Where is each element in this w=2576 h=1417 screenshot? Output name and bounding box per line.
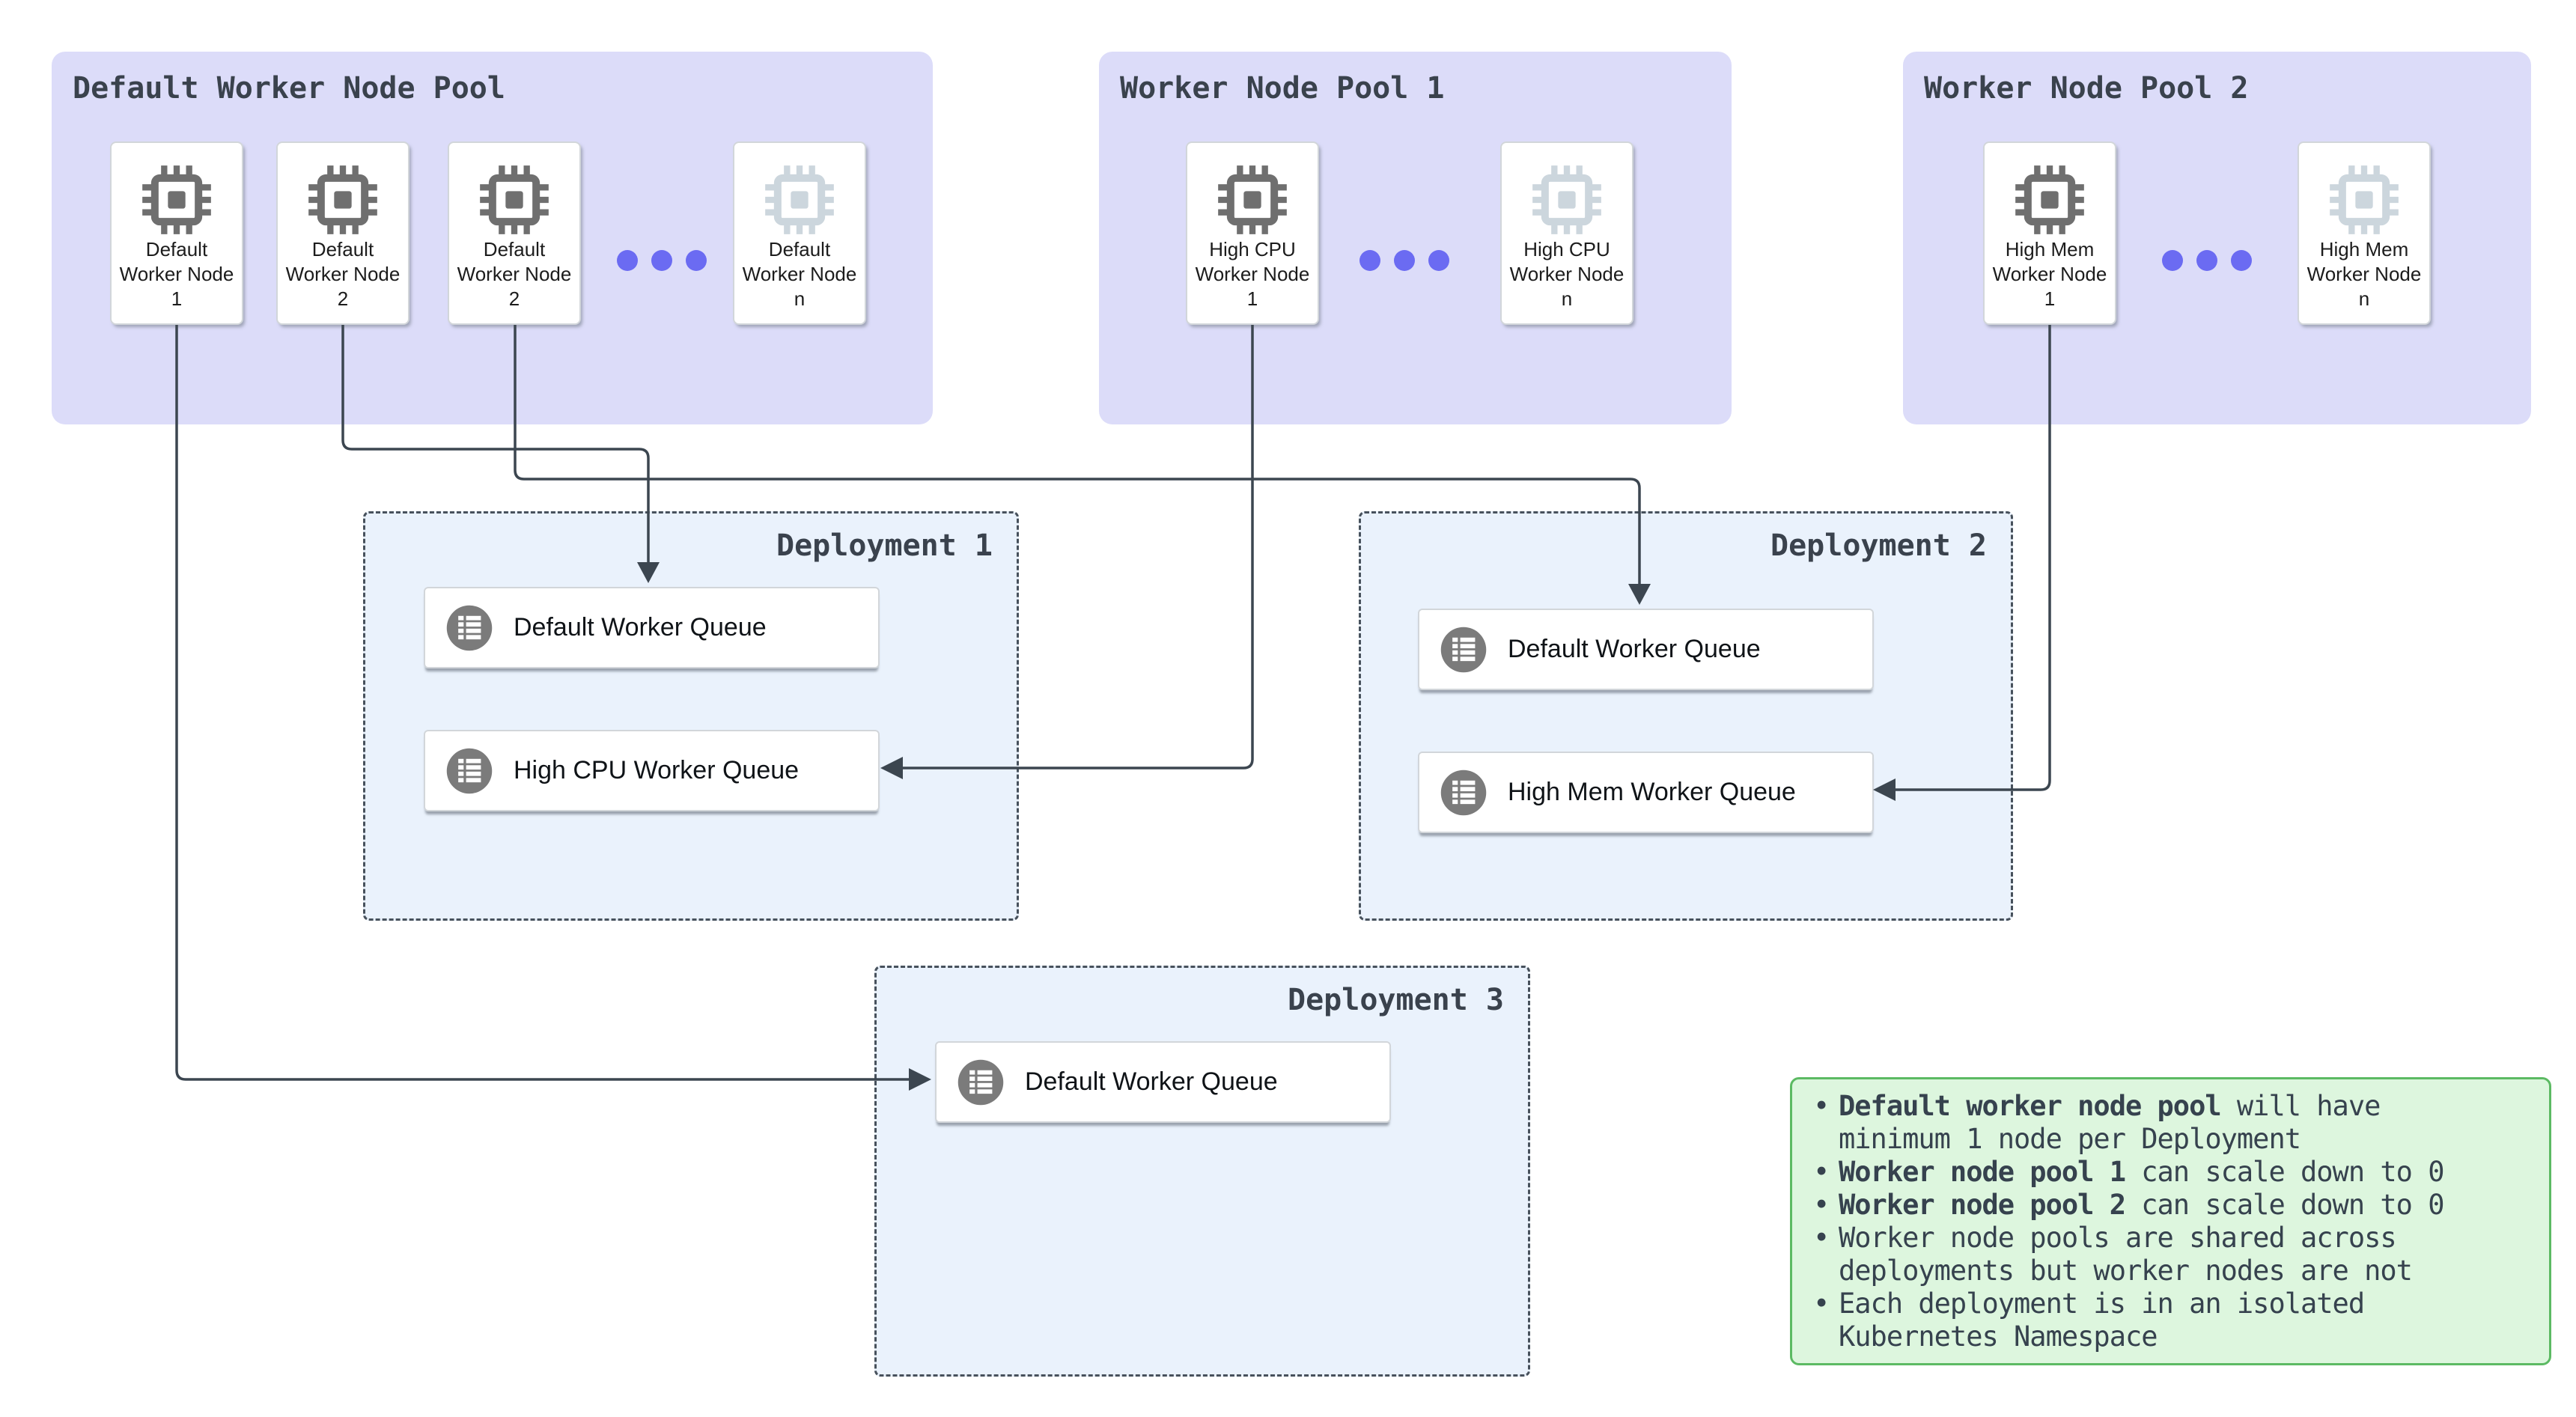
note-rest: can scale down to 0: [2125, 1189, 2444, 1221]
queue-card-deployment3-default-worker-queue: Default Worker Queue: [935, 1041, 1391, 1123]
ellipsis-dot: [2196, 250, 2217, 271]
ellipsis-dots: [1359, 250, 1449, 271]
queue-icon: [957, 1059, 1004, 1105]
node-card-high-mem-worker-node-1: High Mem Worker Node 1: [1983, 141, 2116, 325]
note-bold: Default worker node pool: [1839, 1090, 2222, 1122]
ellipsis-dots: [2162, 250, 2252, 271]
queue-icon: [1440, 627, 1487, 672]
queue-label: Default Worker Queue: [514, 613, 767, 642]
note-rest: Worker node pools are shared across depl…: [1839, 1222, 2413, 1287]
node-label: High Mem Worker Node 1: [1992, 238, 2107, 311]
ellipsis-dot: [651, 250, 672, 271]
queue-label: High CPU Worker Queue: [514, 756, 800, 784]
queue-label: Default Worker Queue: [1508, 635, 1761, 663]
cpu-icon: [308, 165, 377, 234]
ellipsis-dot: [2162, 250, 2183, 271]
cpu-icon: [1218, 165, 1287, 234]
queue-label: Default Worker Queue: [1025, 1067, 1278, 1096]
deployment-title: Deployment 2: [1770, 528, 1987, 563]
note-item: • Default worker node pool will have min…: [1813, 1090, 2528, 1156]
cpu-icon: [765, 165, 834, 234]
note-rest: Each deployment is in an isolated Kubern…: [1839, 1288, 2365, 1353]
note-item: • Each deployment is in an isolated Kube…: [1813, 1288, 2528, 1353]
note-bullet: •: [1813, 1222, 1830, 1254]
node-label: High CPU Worker Node n: [1509, 238, 1625, 311]
note-item: • Worker node pool 2 can scale down to 0: [1813, 1189, 2528, 1222]
node-card-default-worker-node-1: Default Worker Node 1: [110, 141, 243, 325]
note-bold: Worker node pool 1: [1839, 1156, 2126, 1188]
node-label: High Mem Worker Node n: [2306, 238, 2422, 311]
pool-title: Worker Node Pool 1: [1120, 71, 1445, 106]
node-label: Default Worker Node 2: [285, 238, 401, 311]
queue-icon: [1440, 770, 1487, 815]
pool-title: Default Worker Node Pool: [73, 71, 505, 106]
node-card-high-cpu-worker-node-n: High CPU Worker Node n: [1500, 141, 1633, 325]
note-rest: can scale down to 0: [2125, 1156, 2444, 1188]
note-bullet: •: [1813, 1288, 1830, 1320]
node-card-default-worker-node-3: Default Worker Node 2: [448, 141, 581, 325]
ellipsis-dot: [1359, 250, 1380, 271]
node-label: Default Worker Node n: [742, 238, 857, 311]
node-card-default-worker-node-n: Default Worker Node n: [733, 141, 866, 325]
pool-worker-node-pool-1: Worker Node Pool 1 High CPU Worker Node …: [1099, 52, 1732, 424]
node-card-high-cpu-worker-node-1: High CPU Worker Node 1: [1186, 141, 1319, 325]
node-card-default-worker-node-2: Default Worker Node 2: [276, 141, 409, 325]
queue-card-deployment2-default-worker-queue: Default Worker Queue: [1418, 609, 1874, 690]
ellipsis-dot: [686, 250, 707, 271]
queue-card-deployment1-default-worker-queue: Default Worker Queue: [424, 587, 880, 668]
note-bullet: •: [1813, 1189, 1830, 1221]
ellipsis-dot: [1428, 250, 1449, 271]
cpu-icon: [1532, 165, 1601, 234]
note-bullet: •: [1813, 1156, 1830, 1188]
deployment-title: Deployment 3: [1288, 983, 1504, 1017]
node-label: Default Worker Node 2: [457, 238, 572, 311]
queue-icon: [446, 605, 493, 650]
ellipsis-dot: [2231, 250, 2252, 271]
pool-default-worker-node-pool: Default Worker Node Pool Default Worker …: [52, 52, 933, 424]
queue-icon: [446, 748, 493, 793]
node-card-high-mem-worker-node-n: High Mem Worker Node n: [2298, 141, 2431, 325]
pool-worker-node-pool-2: Worker Node Pool 2 High Mem Worker Node …: [1903, 52, 2531, 424]
deployment-title: Deployment 1: [776, 528, 993, 563]
note-bold: Worker node pool 2: [1839, 1189, 2126, 1221]
ellipsis-dots: [617, 250, 707, 271]
notes-box: • Default worker node pool will have min…: [1790, 1077, 2551, 1365]
note-item: • Worker node pools are shared across de…: [1813, 1222, 2528, 1288]
cpu-icon: [480, 165, 549, 234]
ellipsis-dot: [1394, 250, 1415, 271]
cpu-icon: [142, 165, 211, 234]
node-label: Default Worker Node 1: [119, 238, 234, 311]
deployment-2: Deployment 2 Default Worker Queue: [1359, 511, 2013, 921]
queue-label: High Mem Worker Queue: [1508, 778, 1796, 806]
deployment-1: Deployment 1 Default Worker Queue: [363, 511, 1019, 921]
cpu-icon: [2330, 165, 2399, 234]
queue-card-deployment2-high-mem-worker-queue: High Mem Worker Queue: [1418, 752, 1874, 833]
ellipsis-dot: [617, 250, 638, 271]
deployment-3: Deployment 3 Default Worker Queue: [874, 966, 1530, 1377]
cpu-icon: [2015, 165, 2084, 234]
note-bullet: •: [1813, 1090, 1830, 1122]
note-rest: will have minimum 1 node per Deployment: [1839, 1090, 2381, 1155]
pool-title: Worker Node Pool 2: [1924, 71, 2249, 106]
note-item: • Worker node pool 1 can scale down to 0: [1813, 1156, 2528, 1189]
node-label: High CPU Worker Node 1: [1195, 238, 1310, 311]
queue-card-deployment1-high-cpu-worker-queue: High CPU Worker Queue: [424, 730, 880, 811]
